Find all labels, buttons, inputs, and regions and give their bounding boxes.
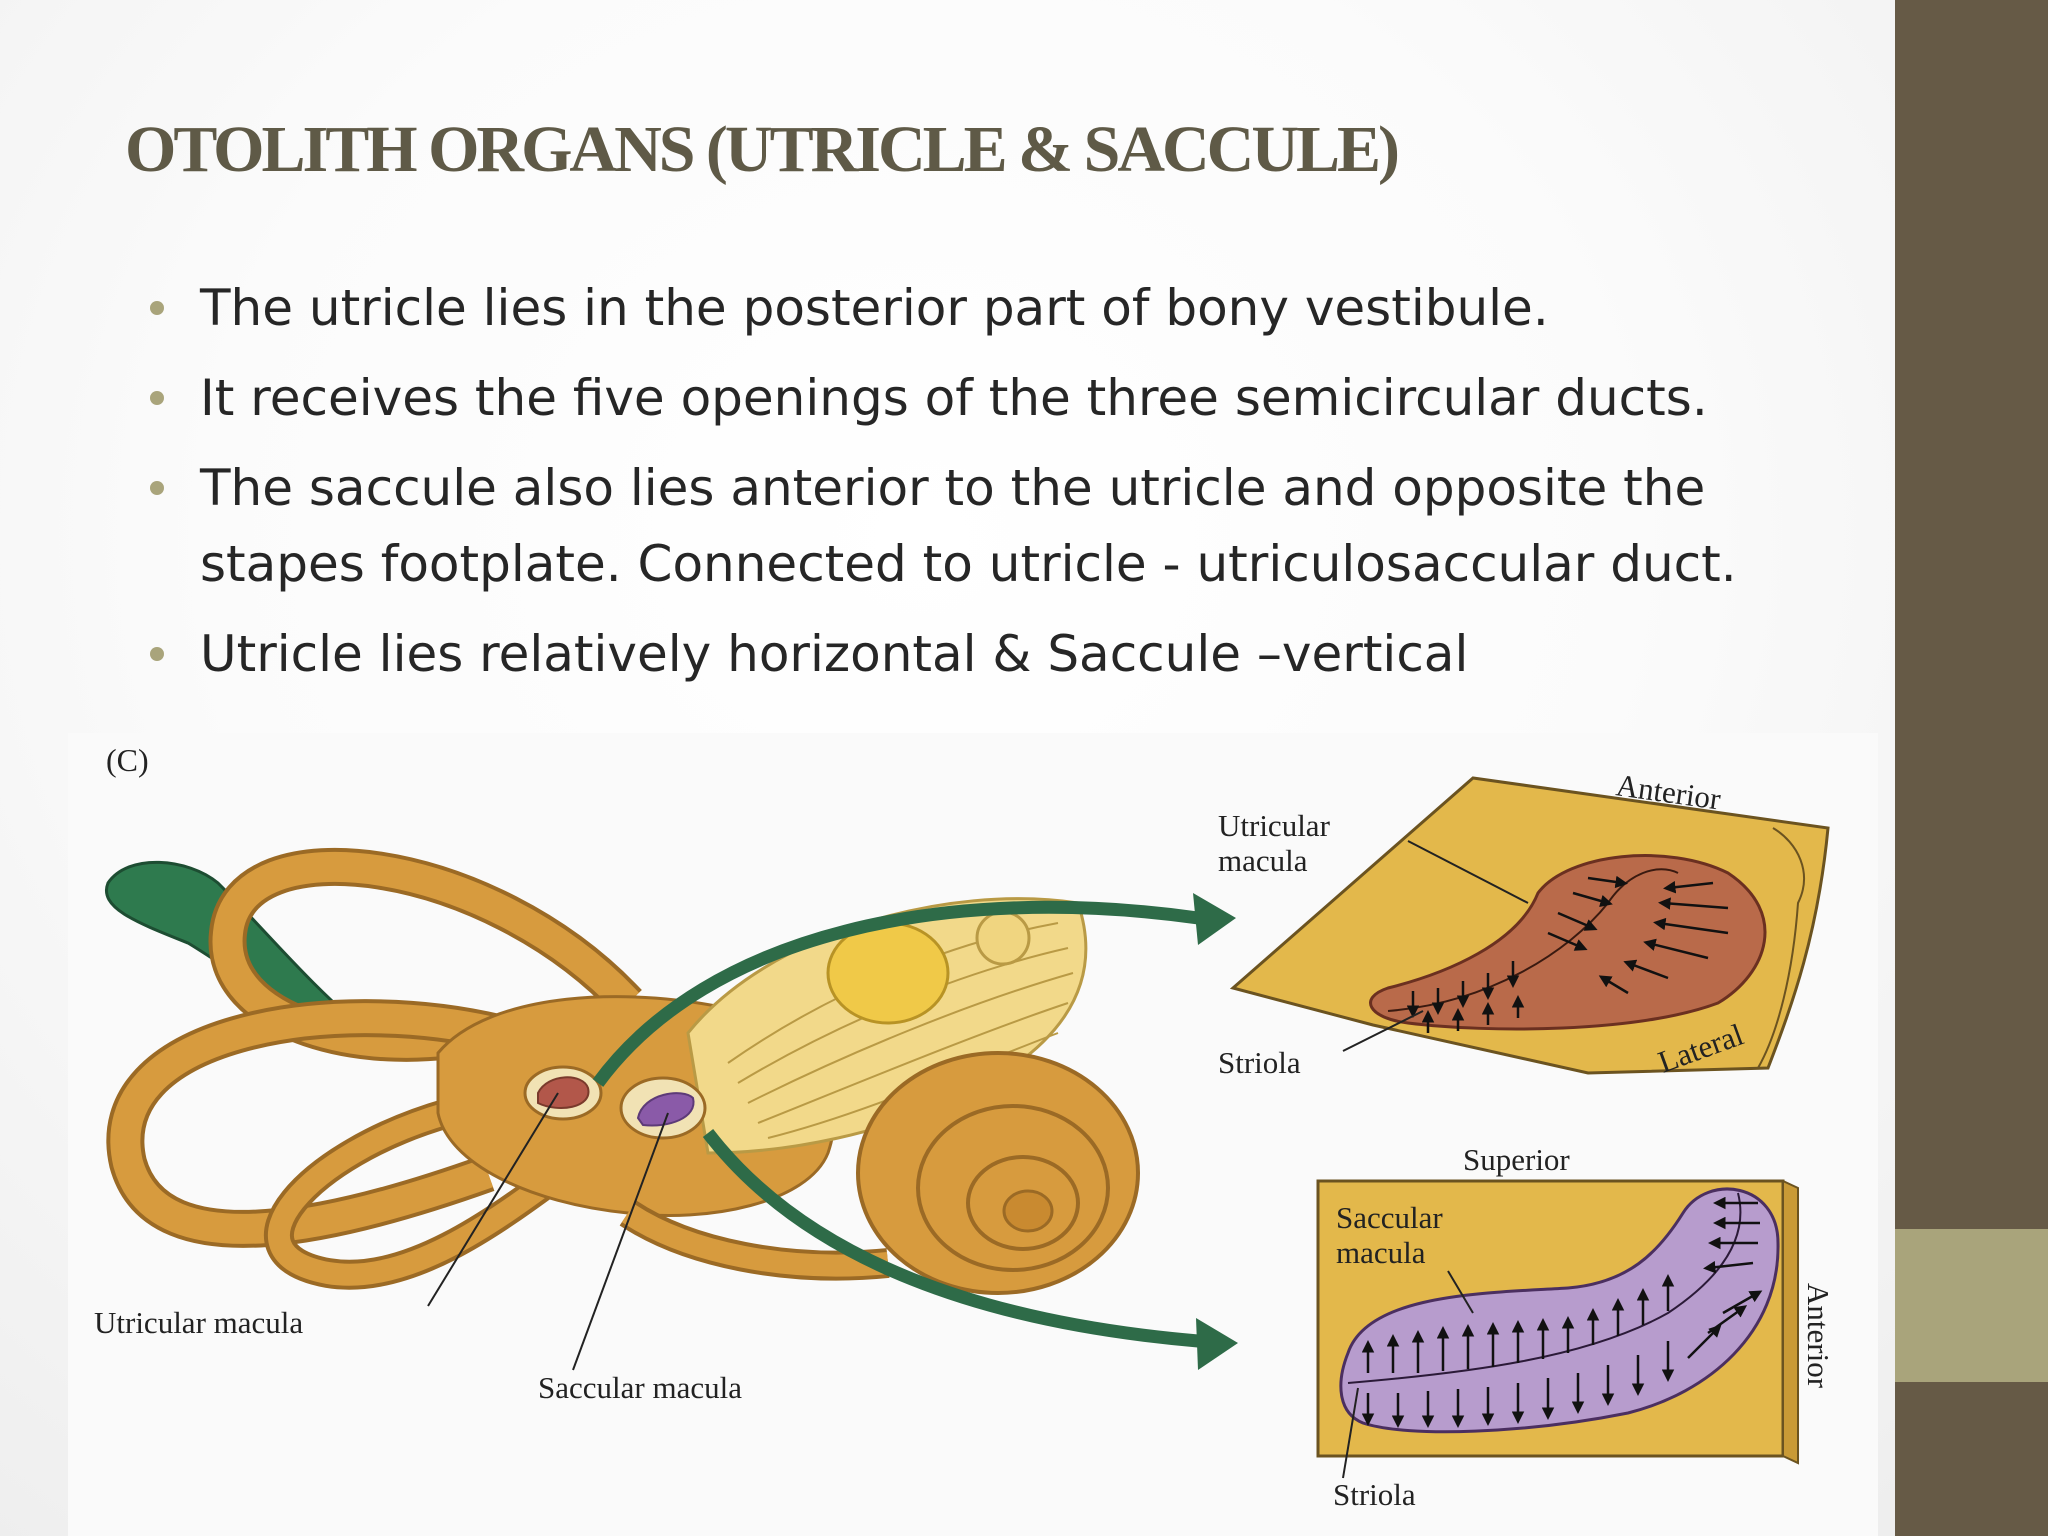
cochlea-apex <box>1002 1189 1054 1233</box>
bullet-item: It receives the five openings of the thr… <box>150 360 1870 436</box>
utricle-inset <box>1229 776 1830 1075</box>
utricular-macula-inset-label-top: Utricular <box>1218 808 1331 843</box>
inner-ear-figure: (C) <box>68 733 1878 1536</box>
utricular-macula-inset-label-bottom: macula <box>1218 843 1308 878</box>
hair-cell-arrows <box>1406 875 1729 1033</box>
anterior-canal <box>212 851 639 1058</box>
panel-fold <box>1757 827 1805 1069</box>
saccule-pointer-arrow <box>702 1129 1199 1348</box>
leader-line <box>1342 1387 1359 1479</box>
bullet-list: The utricle lies in the posterior part o… <box>150 270 1870 706</box>
vestibular-ganglion <box>826 921 950 1025</box>
bullet-item: The saccule also lies anterior to the ut… <box>150 450 1870 602</box>
arrowhead <box>1196 1318 1238 1370</box>
posterior-canal <box>110 1003 502 1244</box>
cochlea-turn <box>916 1104 1110 1272</box>
cochlear-duct <box>621 1203 890 1277</box>
leader-line <box>1342 1010 1424 1052</box>
saccule-superior-label: Superior <box>1463 1142 1570 1177</box>
leader-line <box>427 1092 559 1307</box>
labyrinth <box>105 847 1140 1295</box>
cochlea <box>856 1051 1140 1295</box>
side-bar-accent <box>1895 1229 2048 1382</box>
lateral-canal <box>267 1102 595 1286</box>
panel-edge <box>1782 1179 1799 1465</box>
utricle-pointer-arrow <box>592 900 1199 1087</box>
nerve-stump <box>975 910 1031 966</box>
saccule-striola-label: Striola <box>1333 1477 1416 1512</box>
bullet-item: The utricle lies in the posterior part o… <box>150 270 1870 346</box>
panel-label: (C) <box>106 742 149 778</box>
leader-line <box>1407 840 1529 904</box>
leader-line <box>1447 1270 1474 1314</box>
utricular-macula-shape <box>537 1076 590 1109</box>
utricular-macula-label: Utricular macula <box>94 1305 303 1340</box>
saccular-macula-shape <box>636 1092 695 1127</box>
saccule-anterior-label: Anterior <box>1801 1283 1836 1389</box>
hair-cell-arrows <box>1361 1196 1763 1428</box>
cochlea-turn <box>966 1155 1080 1251</box>
saccule-striola-line <box>1347 1192 1742 1384</box>
saccule-inset <box>1316 1179 1799 1465</box>
saccular-macula-inset-label-bottom: macula <box>1336 1235 1426 1270</box>
bullet-item: Utricle lies relatively horizontal & Sac… <box>150 616 1870 692</box>
utricle-striola-label: Striola <box>1218 1045 1301 1080</box>
slide-title: OTOLITH ORGANS (UTRICLE & SACCULE) <box>125 113 1400 186</box>
leader-line <box>572 1112 669 1371</box>
saccular-macula-label: Saccular macula <box>538 1370 742 1405</box>
saccular-macula-inset-label-top: Saccular <box>1336 1200 1443 1235</box>
arrowhead <box>1193 893 1236 945</box>
inner-ear-diagram: (C) <box>94 742 1836 1512</box>
